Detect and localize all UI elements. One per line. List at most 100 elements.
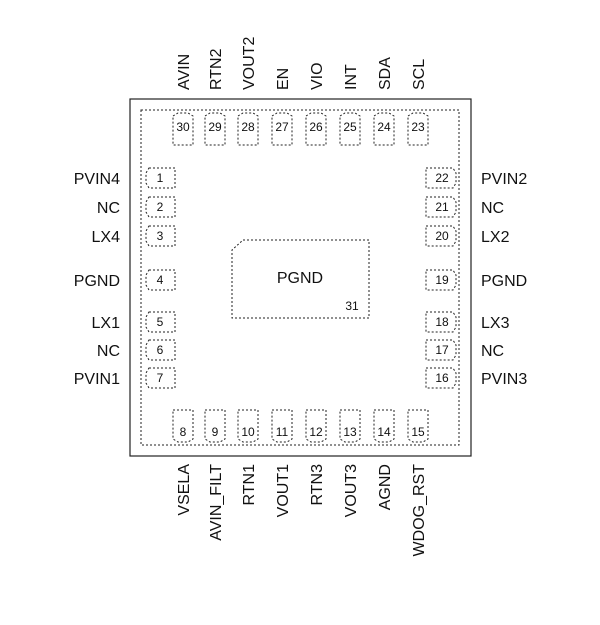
pin-name: RTN3	[309, 464, 326, 506]
pin-number: 24	[377, 120, 391, 134]
pin-name: LX1	[92, 315, 121, 332]
pin-number: 27	[275, 120, 289, 134]
pin-pad	[339, 409, 361, 443]
pin-pad	[145, 339, 176, 361]
pin-name: AVIN_FILT	[208, 464, 225, 541]
pin-pad	[425, 167, 457, 189]
pin-pad	[145, 269, 176, 291]
pin-name: VOUT3	[343, 464, 360, 517]
pin-pad	[373, 409, 395, 443]
pin-number: 12	[309, 425, 323, 439]
pin-2: 2 NC	[97, 196, 176, 218]
pin-name: INT	[343, 64, 360, 90]
pin-name: LX3	[481, 315, 510, 332]
pin-17: 17 NC	[425, 339, 504, 361]
pin-pad	[425, 311, 457, 333]
pin-number: 2	[157, 200, 164, 214]
pin-number: 17	[435, 343, 449, 357]
pin-pad	[425, 367, 457, 389]
pin-number: 14	[377, 425, 391, 439]
pin-number: 23	[411, 120, 425, 134]
pin-name: PVIN4	[74, 171, 120, 188]
pin-pad	[172, 409, 194, 443]
pin-number: 9	[212, 425, 219, 439]
pin-number: 30	[176, 120, 190, 134]
pin-name: VOUT2	[241, 37, 258, 90]
pin-name: VSELA	[176, 464, 193, 516]
pin-number: 25	[343, 120, 357, 134]
pin-number: 26	[309, 120, 323, 134]
pin-name: LX4	[92, 229, 121, 246]
pin-pad	[145, 196, 176, 218]
pin-number: 15	[411, 425, 425, 439]
pin-name: AGND	[377, 464, 394, 510]
thermal-pad	[231, 239, 370, 319]
thermal-pad-number: 31	[345, 299, 359, 313]
pin-name: EN	[275, 68, 292, 90]
pin-number: 11	[276, 425, 289, 439]
pin-pad	[425, 339, 457, 361]
thermal-pad-label: PGND	[277, 270, 323, 287]
pin-pad	[271, 112, 293, 146]
pin-27: 27 EN	[271, 68, 293, 146]
pin-name: PGND	[74, 273, 120, 290]
package-inner-outline	[140, 109, 460, 446]
pin-number: 13	[343, 425, 357, 439]
pin-number: 19	[435, 273, 449, 287]
pin-number: 10	[241, 425, 255, 439]
pin-pad	[237, 409, 259, 443]
pin-number: 1	[157, 171, 164, 185]
pin-name: NC	[481, 343, 504, 360]
pin-pad	[172, 112, 194, 146]
pin-pad	[145, 225, 176, 247]
pin-name: AVIN	[176, 54, 193, 90]
pin-pad	[237, 112, 259, 146]
pin-30: 30 AVIN	[172, 54, 194, 146]
pin-name: WDOG_RST	[411, 464, 428, 557]
pin-number: 16	[435, 371, 449, 385]
pin-name: VOUT1	[275, 464, 292, 517]
pin-name: PGND	[481, 273, 527, 290]
pin-name: PVIN3	[481, 371, 527, 388]
pin-number: 22	[435, 171, 449, 185]
pin-25: 25 INT	[339, 64, 361, 146]
pin-name: RTN1	[241, 464, 258, 506]
pin-name: NC	[97, 200, 120, 217]
pin-16: 16 PVIN3	[425, 367, 527, 389]
pin-number: 29	[208, 120, 222, 134]
pin-number: 7	[157, 371, 164, 385]
pin-pad	[204, 409, 226, 443]
pin-18: 18 LX3	[425, 311, 510, 333]
pin-number: 18	[435, 315, 449, 329]
pin-1: 1 PVIN4	[74, 167, 176, 189]
pin-pad	[407, 409, 429, 443]
pin-pad	[271, 409, 293, 443]
pin-name: NC	[481, 200, 504, 217]
pin-pad	[204, 112, 226, 146]
pin-pad	[145, 167, 176, 189]
pin-number: 8	[180, 425, 187, 439]
pin-number: 20	[435, 229, 449, 243]
pin-pad	[373, 112, 395, 146]
pin-name: NC	[97, 343, 120, 360]
pin-name: VIO	[309, 62, 326, 90]
